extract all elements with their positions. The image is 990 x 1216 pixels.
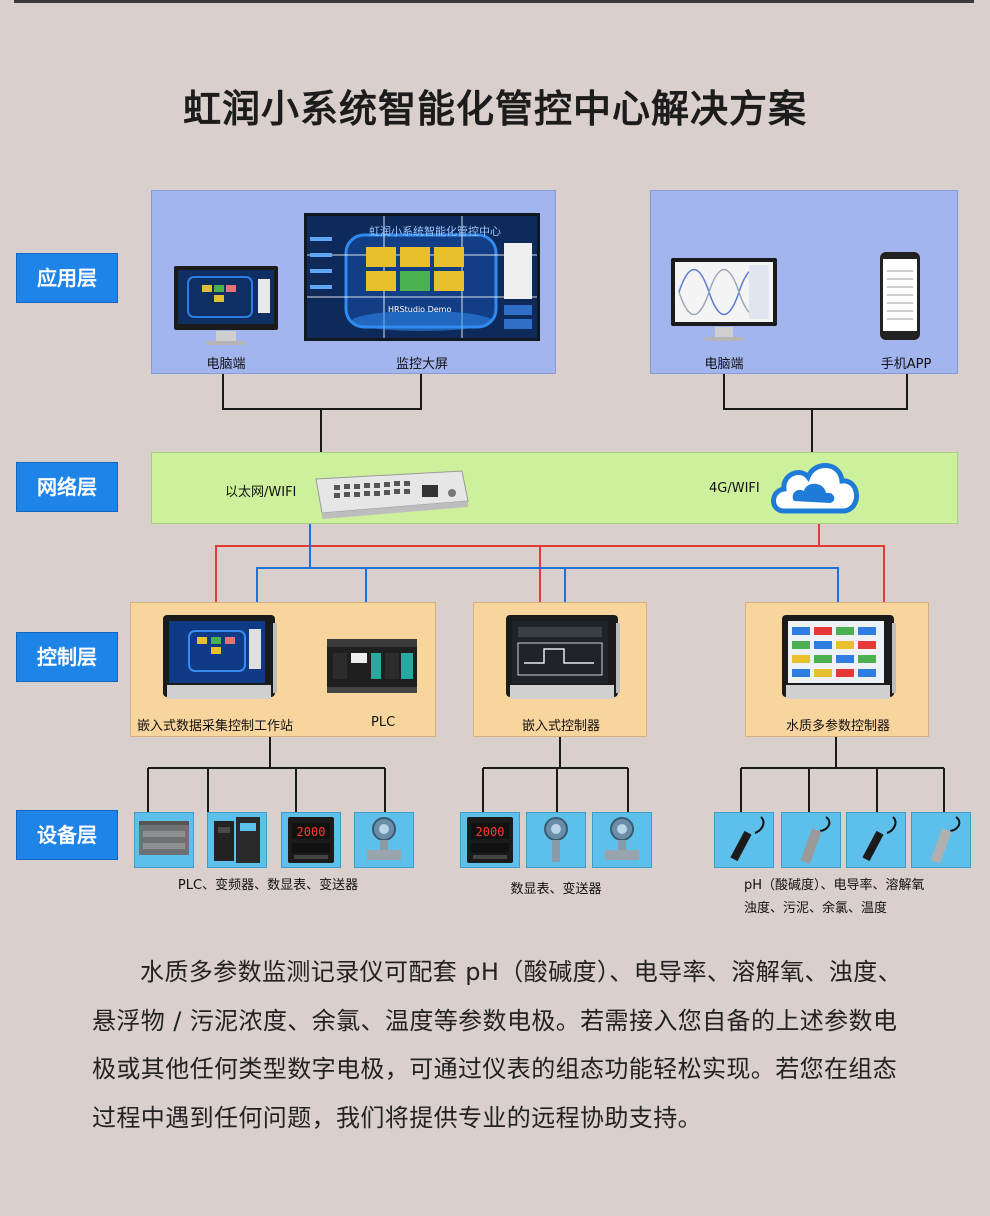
- probe-icon: [862, 816, 897, 862]
- label-pc-client-right: 电脑端: [704, 357, 744, 372]
- inverter-icon: [214, 817, 260, 863]
- device-tile-probe: [714, 812, 774, 868]
- meter-icon: 2000: [467, 817, 513, 863]
- big-screen-display-icon: [304, 213, 540, 341]
- label-ethernet-wifi: 以太网/WIFI: [225, 485, 297, 500]
- layer-label-network: 网络层: [16, 462, 118, 512]
- touch-panel-icon: [163, 615, 277, 699]
- touch-panel-icon: [506, 615, 620, 699]
- label-pc-client-left: 电脑端: [206, 357, 246, 372]
- monitor-icon: [671, 258, 777, 341]
- meter-icon: 2000: [288, 817, 334, 863]
- device-tile-transmitter: [526, 812, 586, 868]
- label-plc: PLC: [371, 715, 396, 730]
- control-panel-workstation: 嵌入式数据采集控制工作站 PLC: [130, 602, 436, 737]
- control-panel-water-quality-controller: 水质多参数控制器: [745, 602, 929, 737]
- big-screen-title: 虹润小系统智能化管控中心: [369, 225, 501, 238]
- big-screen-demo-label: HRStudio Demo: [388, 305, 452, 314]
- label-4g-wifi: 4G/WIFI: [709, 481, 760, 496]
- label-water-quality-controller: 水质多参数控制器: [785, 719, 891, 734]
- caption-device-group-3-line1: pH（酸碱度）、电导率、溶解氧: [744, 878, 925, 893]
- caption-device-group-1: PLC、变频器、数显表、变送器: [177, 878, 359, 893]
- layer-label-control: 控制层: [16, 632, 118, 682]
- monitor-icon: [174, 266, 278, 345]
- plc-icon: [139, 821, 189, 855]
- device-tile-transmitter: [592, 812, 652, 868]
- cloud-icon: [771, 463, 859, 514]
- device-tile-probe: [846, 812, 906, 868]
- layer-label-application: 应用层: [16, 253, 118, 303]
- transmitter-icon: [605, 817, 639, 860]
- device-tile-digital-meter: 2000: [281, 812, 341, 868]
- meter-reading: 2000: [476, 825, 505, 839]
- label-embedded-controller: 嵌入式控制器: [521, 719, 601, 734]
- touch-panel-icon: [782, 615, 896, 699]
- device-tile-probe: [911, 812, 971, 868]
- device-tile-probe: [781, 812, 841, 868]
- probe-icon: [800, 816, 831, 864]
- application-panel-right: 电脑端 手机APP: [650, 190, 958, 374]
- phone-icon: [880, 252, 920, 340]
- caption-device-group-2: 数显表、变送器: [510, 882, 602, 897]
- meter-reading: 2000: [297, 825, 326, 839]
- probe-icon: [730, 816, 765, 862]
- transmitter-icon: [367, 817, 401, 860]
- layer-label-device: 设备层: [16, 810, 118, 860]
- device-tile-digital-meter: 2000: [460, 812, 520, 868]
- device-tile-transmitter: [354, 812, 414, 868]
- switch-icon: [315, 470, 469, 519]
- caption-device-group-3-line2: 浊度、污泥、余氯、温度: [744, 901, 888, 916]
- label-monitor-wall: 监控大屏: [395, 357, 449, 372]
- page-title: 虹润小系统智能化管控中心解决方案: [182, 87, 807, 131]
- top-divider: [14, 0, 974, 3]
- description-paragraph: 水质多参数监测记录仪可配套 pH（酸碱度）、电导率、溶解氧、浊度、悬浮物 / 污…: [92, 958, 903, 1132]
- network-panel: 以太网/WIFI 4G/WIFI: [151, 452, 958, 524]
- device-tile-inverter: [207, 812, 267, 868]
- label-mobile-app: 手机APP: [880, 357, 932, 372]
- device-tile-plc: [134, 812, 194, 868]
- plc-icon: [327, 639, 417, 693]
- application-panel-left: 虹润小系统智能化管控中心 HRStudio Demo 电脑端 监控大屏: [151, 190, 556, 374]
- transmitter-icon: [544, 817, 568, 862]
- probe-icon: [930, 816, 961, 864]
- label-embedded-workstation: 嵌入式数据采集控制工作站: [137, 719, 294, 734]
- control-panel-embedded-controller: 嵌入式控制器: [473, 602, 647, 737]
